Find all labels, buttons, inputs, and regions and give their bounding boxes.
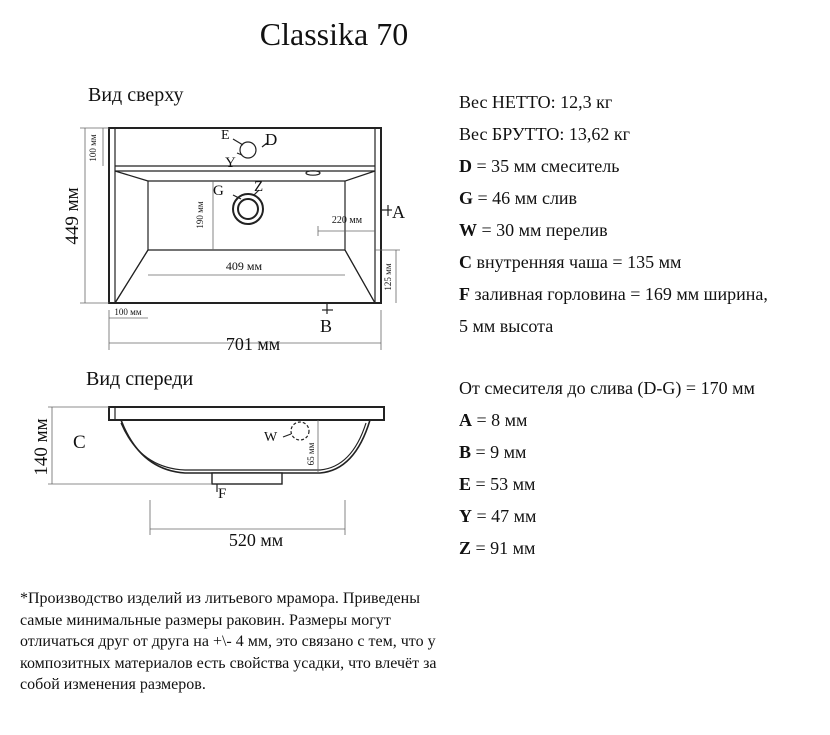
front-view-label: Вид спереди (86, 368, 194, 390)
dim-520: 520 мм (229, 530, 283, 550)
spec-f: F заливная горловина = 169 мм ширина, (459, 284, 768, 304)
spec-e: E = 53 мм (459, 474, 536, 494)
spec-a: A = 8 мм (459, 410, 528, 430)
footnote-line: композитных материалов есть свойства уса… (20, 654, 437, 672)
label-d: D (265, 130, 277, 149)
label-c: C (73, 432, 86, 453)
label-e: E (221, 128, 230, 143)
label-w: W (264, 430, 278, 445)
spec-y: Y = 47 мм (459, 506, 537, 526)
spec-brutto: Вес БРУТТО: 13,62 кг (459, 124, 630, 144)
footnote-line: отличаться друг от друга на +\- 4 мм, эт… (20, 633, 436, 650)
spec-dg: От смесителя до слива (D-G) = 170 мм (459, 378, 755, 398)
faucet-hole (239, 141, 257, 159)
footnote: *Производство изделий из литьевого мрамо… (20, 588, 540, 696)
dim-140: 140 мм (31, 418, 52, 475)
label-g: G (213, 183, 224, 199)
page-title: Classika 70 (259, 16, 409, 52)
spec-z: Z = 91 мм (459, 538, 536, 558)
spec-f-height: 5 мм высота (459, 316, 554, 336)
spec-b: B = 9 мм (459, 442, 527, 462)
spec-g: G = 46 мм слив (459, 188, 578, 208)
technical-drawing: 449 мм 100 мм 100 мм 701 мм 190 мм 220 м… (31, 127, 405, 550)
dim-65: 65 мм (306, 442, 316, 465)
label-y: Y (225, 155, 236, 171)
dim-449: 449 мм (62, 187, 83, 244)
spec-netto: Вес НЕТТО: 12,3 кг (459, 92, 613, 112)
dim-701: 701 мм (226, 334, 280, 354)
label-b: B (320, 316, 332, 336)
top-view-label: Вид сверху (88, 84, 184, 106)
spec-c: C внутренняя чаша = 135 мм (459, 252, 682, 272)
dim-125: 125 мм (383, 263, 393, 290)
footnote-line: *Производство изделий из литьевого мрамо… (20, 590, 420, 607)
footnote-line: собой изменения размеров. (20, 676, 206, 693)
dim-100-top: 100 мм (88, 134, 98, 161)
label-a: A (392, 202, 405, 222)
spec-w: W = 30 мм перелив (459, 220, 608, 240)
dim-100-bottom: 100 мм (114, 307, 141, 317)
top-view-outline (108, 127, 382, 304)
dim-220: 220 мм (332, 215, 363, 226)
dim-409: 409 мм (226, 259, 263, 273)
spec-d: D = 35 мм смеситель (459, 156, 620, 176)
label-z: Z (254, 179, 263, 195)
dim-190: 190 мм (195, 201, 205, 228)
drain (232, 193, 264, 225)
footnote-line: самые минимальные размеры раковин. Разме… (20, 611, 391, 629)
label-f: F (218, 486, 226, 502)
front-view-outline (108, 406, 385, 492)
